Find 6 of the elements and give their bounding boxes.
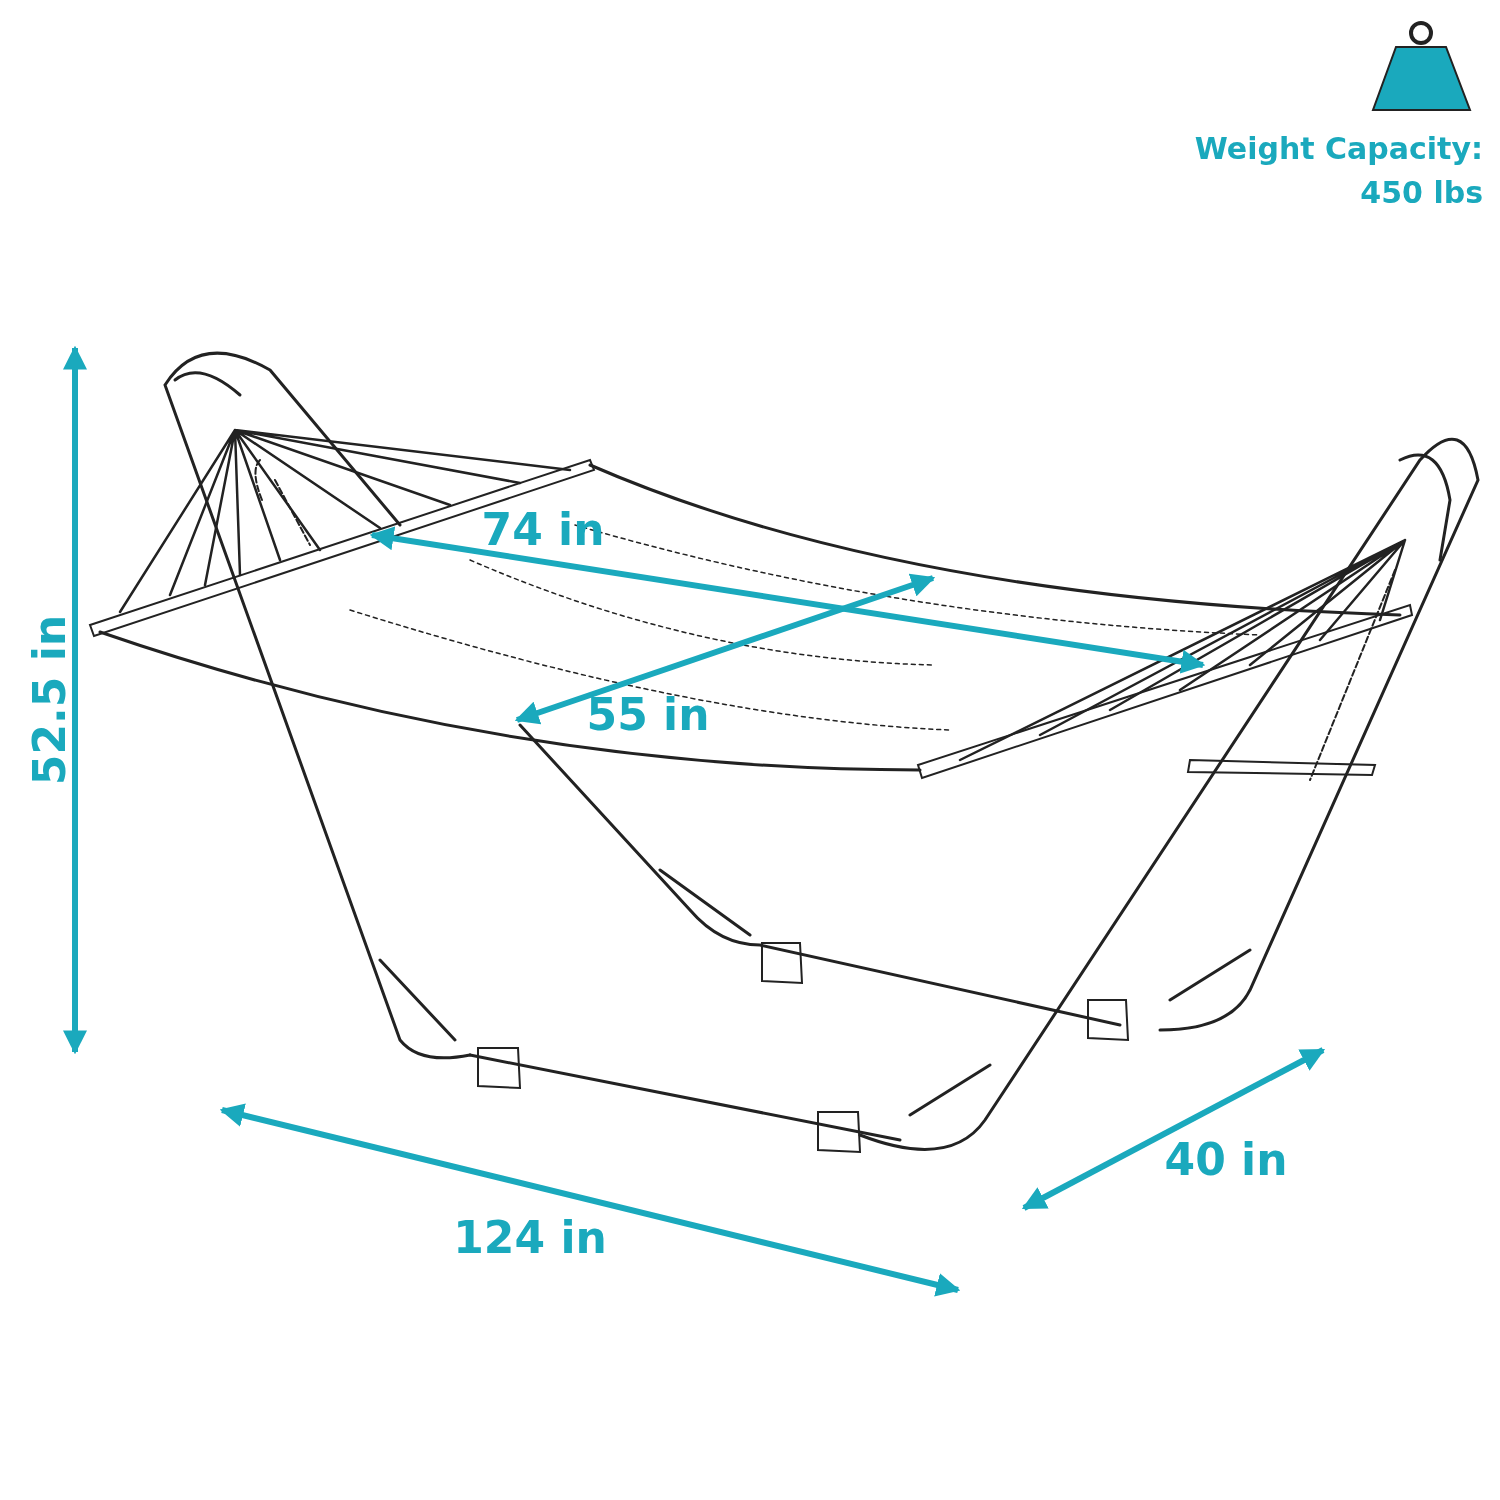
dimension-label: 40 in — [1164, 1135, 1288, 1185]
dimension-label: 52.5 in — [25, 614, 75, 786]
weight-capacity-label: Weight Capacity: 450 lbs — [1193, 129, 1483, 211]
dimension-label: 124 in — [453, 1213, 607, 1263]
dimension-label: 55 in — [586, 690, 710, 740]
dimension-label: 74 in — [481, 505, 605, 555]
